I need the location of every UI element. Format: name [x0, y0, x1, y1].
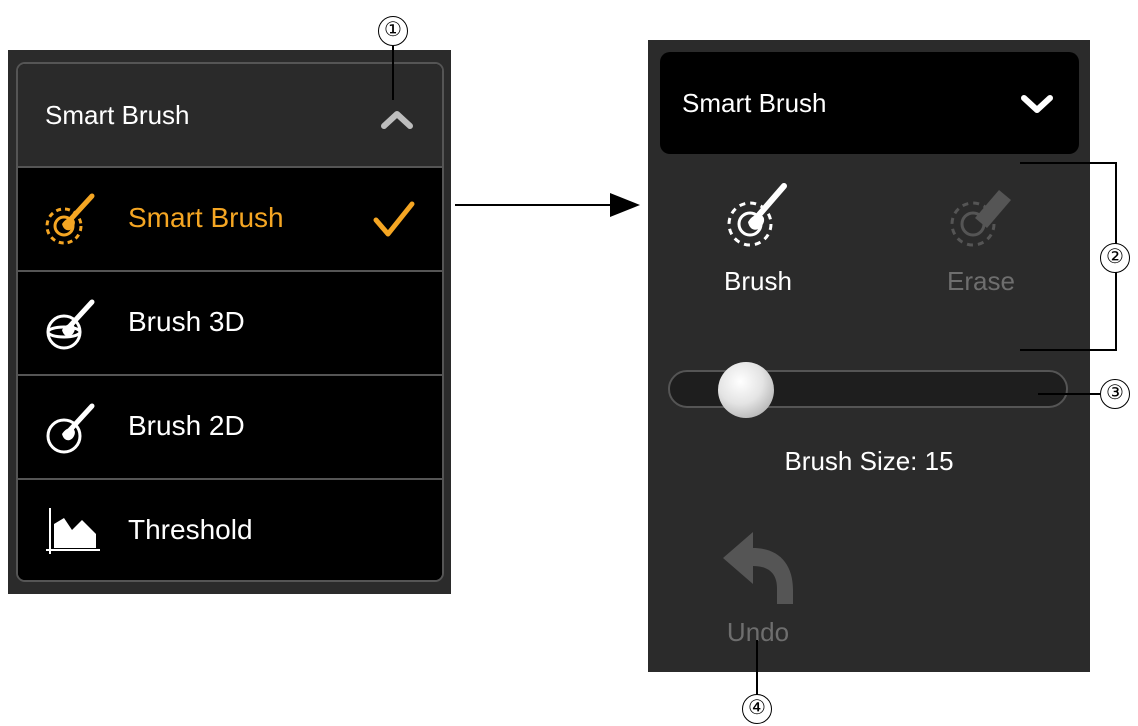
- menu-item-brush-3d[interactable]: Brush 3D: [18, 272, 442, 376]
- tool-dropdown-menu: Smart Brush Smart Brush: [16, 62, 444, 582]
- smart-brush-panel: Smart Brush Brush Erase Brush Size: 15: [648, 40, 1090, 672]
- brush-size-value: Brush Size: 15: [784, 446, 954, 476]
- checkmark-icon: [372, 200, 416, 245]
- menu-item-brush-2d[interactable]: Brush 2D: [18, 376, 442, 480]
- callout-3: ③: [1100, 379, 1130, 409]
- tool-label: Erase: [947, 266, 1015, 296]
- brush-size-slider-thumb[interactable]: [718, 362, 774, 418]
- chevron-down-icon[interactable]: [1020, 94, 1054, 121]
- threshold-icon: [46, 508, 100, 554]
- erase-tool-button[interactable]: Erase: [906, 180, 1056, 297]
- smart-brush-icon: [727, 183, 787, 247]
- brush-tool-button[interactable]: Brush: [683, 180, 833, 297]
- dropdown-title: Smart Brush: [45, 100, 190, 130]
- brush-2d-icon: [46, 403, 95, 454]
- arrow-head-icon: [610, 193, 640, 217]
- dropdown-title: Smart Brush: [682, 88, 827, 118]
- tool-selector-dropdown[interactable]: Smart Brush: [660, 52, 1079, 154]
- menu-item-label: Brush 2D: [128, 410, 245, 441]
- callout-2: ②: [1100, 243, 1130, 273]
- smart-brush-icon: [45, 193, 95, 245]
- chevron-up-icon[interactable]: [380, 108, 414, 135]
- tool-label: Brush: [724, 266, 792, 296]
- menu-item-smart-brush[interactable]: Smart Brush: [18, 168, 442, 272]
- brush-size-label: Brush Size: 15: [648, 446, 1090, 477]
- undo-arrow-icon: [723, 532, 793, 604]
- tool-dropdown-panel: Smart Brush Smart Brush: [8, 50, 451, 594]
- callout-1: ①: [378, 16, 408, 46]
- menu-item-threshold[interactable]: Threshold: [18, 480, 442, 580]
- menu-item-label: Smart Brush: [128, 202, 284, 233]
- erase-icon: [950, 190, 1011, 247]
- brush-3d-icon: [46, 299, 95, 350]
- menu-item-label: Threshold: [128, 514, 253, 545]
- menu-item-label: Brush 3D: [128, 306, 245, 337]
- dropdown-header[interactable]: Smart Brush: [18, 64, 442, 168]
- callout-4: ④: [742, 694, 772, 724]
